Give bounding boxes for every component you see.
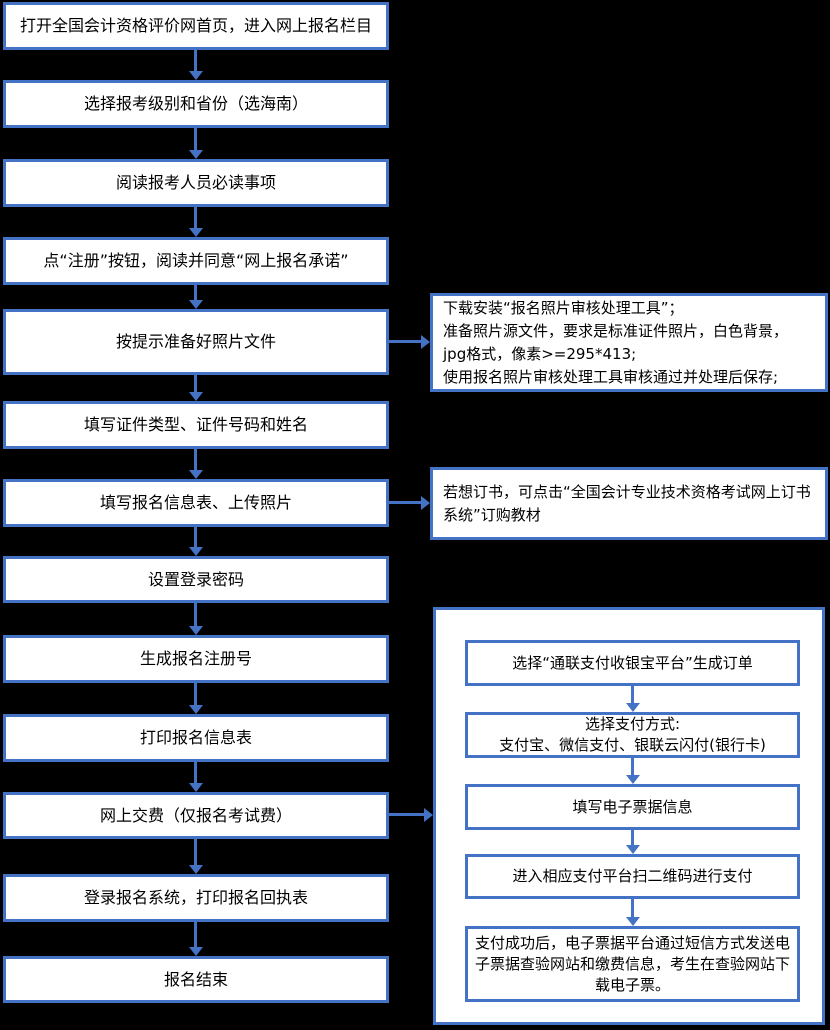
step-label: 点“注册”按钮，阅读并同意“网上报名承诺” xyxy=(43,251,349,270)
arrow-down-icon xyxy=(626,830,640,854)
note-label: 下载安装“报名照片审核处理工具”； 准备照片源文件，要求是标准证件照片，白色背景… xyxy=(443,298,789,386)
arrow-down-icon xyxy=(626,758,640,784)
note-label: 若想订书，可点击“全国会计专业技术资格考试网上订书系统”订购教材 xyxy=(443,482,811,524)
payment-subflow-container: 选择“通联支付收银宝平台”生成订单 选择支付方式: 支付宝、微信支付、银联云闪付… xyxy=(433,607,825,1025)
arrow-down-icon xyxy=(189,683,203,714)
arrow-right-icon xyxy=(389,808,433,822)
pay-step-sms-invoice: 支付成功后，电子票据平台通过短信方式发送电子票据查验网站和缴费信息，考生在查验网… xyxy=(465,926,800,1002)
step-fill-form-upload: 填写报名信息表、上传照片 xyxy=(3,479,389,527)
arrow-down-icon xyxy=(189,603,203,635)
pay-step-label: 选择“通联支付收银宝平台”生成订单 xyxy=(512,653,753,672)
arrow-down-icon xyxy=(189,50,203,80)
step-label: 填写证件类型、证件号码和姓名 xyxy=(83,415,308,434)
step-fill-id-info: 填写证件类型、证件号码和姓名 xyxy=(3,401,389,449)
arrow-down-icon xyxy=(626,899,640,926)
step-read-notice: 阅读报考人员必读事项 xyxy=(3,159,389,207)
step-label: 报名结束 xyxy=(163,969,228,989)
step-label: 打印报名信息表 xyxy=(139,728,252,747)
step-label: 填写报名信息表、上传照片 xyxy=(99,493,292,512)
arrow-down-icon xyxy=(189,128,203,159)
arrow-down-icon xyxy=(189,527,203,556)
arrow-down-icon xyxy=(626,686,640,712)
step-print-form: 打印报名信息表 xyxy=(3,714,389,762)
arrow-down-icon xyxy=(189,839,203,874)
arrow-down-icon xyxy=(189,207,203,237)
pay-step-create-order: 选择“通联支付收银宝平台”生成订单 xyxy=(465,640,800,686)
arrow-down-icon xyxy=(189,762,203,792)
arrow-right-icon xyxy=(389,335,430,349)
note-photo-requirements: 下载安装“报名照片审核处理工具”； 准备照片源文件，要求是标准证件照片，白色背景… xyxy=(430,293,828,392)
arrow-down-icon xyxy=(189,922,203,956)
pay-step-choose-method: 选择支付方式: 支付宝、微信支付、银联云闪付(银行卡) xyxy=(465,712,800,758)
arrow-down-icon xyxy=(189,375,203,401)
note-book-ordering: 若想订书，可点击“全国会计专业技术资格考试网上订书系统”订购教材 xyxy=(430,467,828,540)
pay-step-scan-qrcode: 进入相应支付平台扫二维码进行支付 xyxy=(465,854,800,899)
step-pay-online: 网上交费（仅报名考试费） xyxy=(3,792,389,839)
arrow-down-icon xyxy=(189,449,203,479)
step-open-homepage: 打开全国会计资格评价网首页，进入网上报名栏目 xyxy=(3,2,389,50)
step-label: 按提示准备好照片文件 xyxy=(115,332,276,351)
step-finish: 报名结束 xyxy=(3,956,389,1003)
step-set-password: 设置登录密码 xyxy=(3,556,389,603)
arrow-right-icon xyxy=(389,496,430,510)
step-select-level: 选择报考级别和省份（选海南） xyxy=(3,80,389,128)
pay-step-label: 支付成功后，电子票据平台通过短信方式发送电子票据查验网站和缴费信息，考生在查验网… xyxy=(474,933,790,994)
step-label: 打开全国会计资格评价网首页，进入网上报名栏目 xyxy=(19,16,372,35)
step-generate-regnum: 生成报名注册号 xyxy=(3,635,389,683)
step-register-agree: 点“注册”按钮，阅读并同意“网上报名承诺” xyxy=(3,237,389,285)
step-label: 网上交费（仅报名考试费） xyxy=(99,805,292,825)
pay-step-invoice-info: 填写电子票据信息 xyxy=(465,784,800,830)
pay-step-label: 选择支付方式: 支付宝、微信支付、银联云闪付(银行卡) xyxy=(499,715,766,754)
arrow-down-icon xyxy=(189,285,203,309)
step-label: 登录报名系统，打印报名回执表 xyxy=(83,888,308,907)
step-label: 设置登录密码 xyxy=(147,569,244,589)
step-prepare-photo: 按提示准备好照片文件 xyxy=(3,309,389,375)
step-label: 阅读报考人员必读事项 xyxy=(115,173,276,192)
step-label: 选择报考级别和省份（选海南） xyxy=(83,94,308,113)
step-label: 生成报名注册号 xyxy=(139,649,252,668)
pay-step-label: 填写电子票据信息 xyxy=(572,797,693,816)
step-print-receipt: 登录报名系统，打印报名回执表 xyxy=(3,874,389,922)
pay-step-label: 进入相应支付平台扫二维码进行支付 xyxy=(512,867,753,885)
